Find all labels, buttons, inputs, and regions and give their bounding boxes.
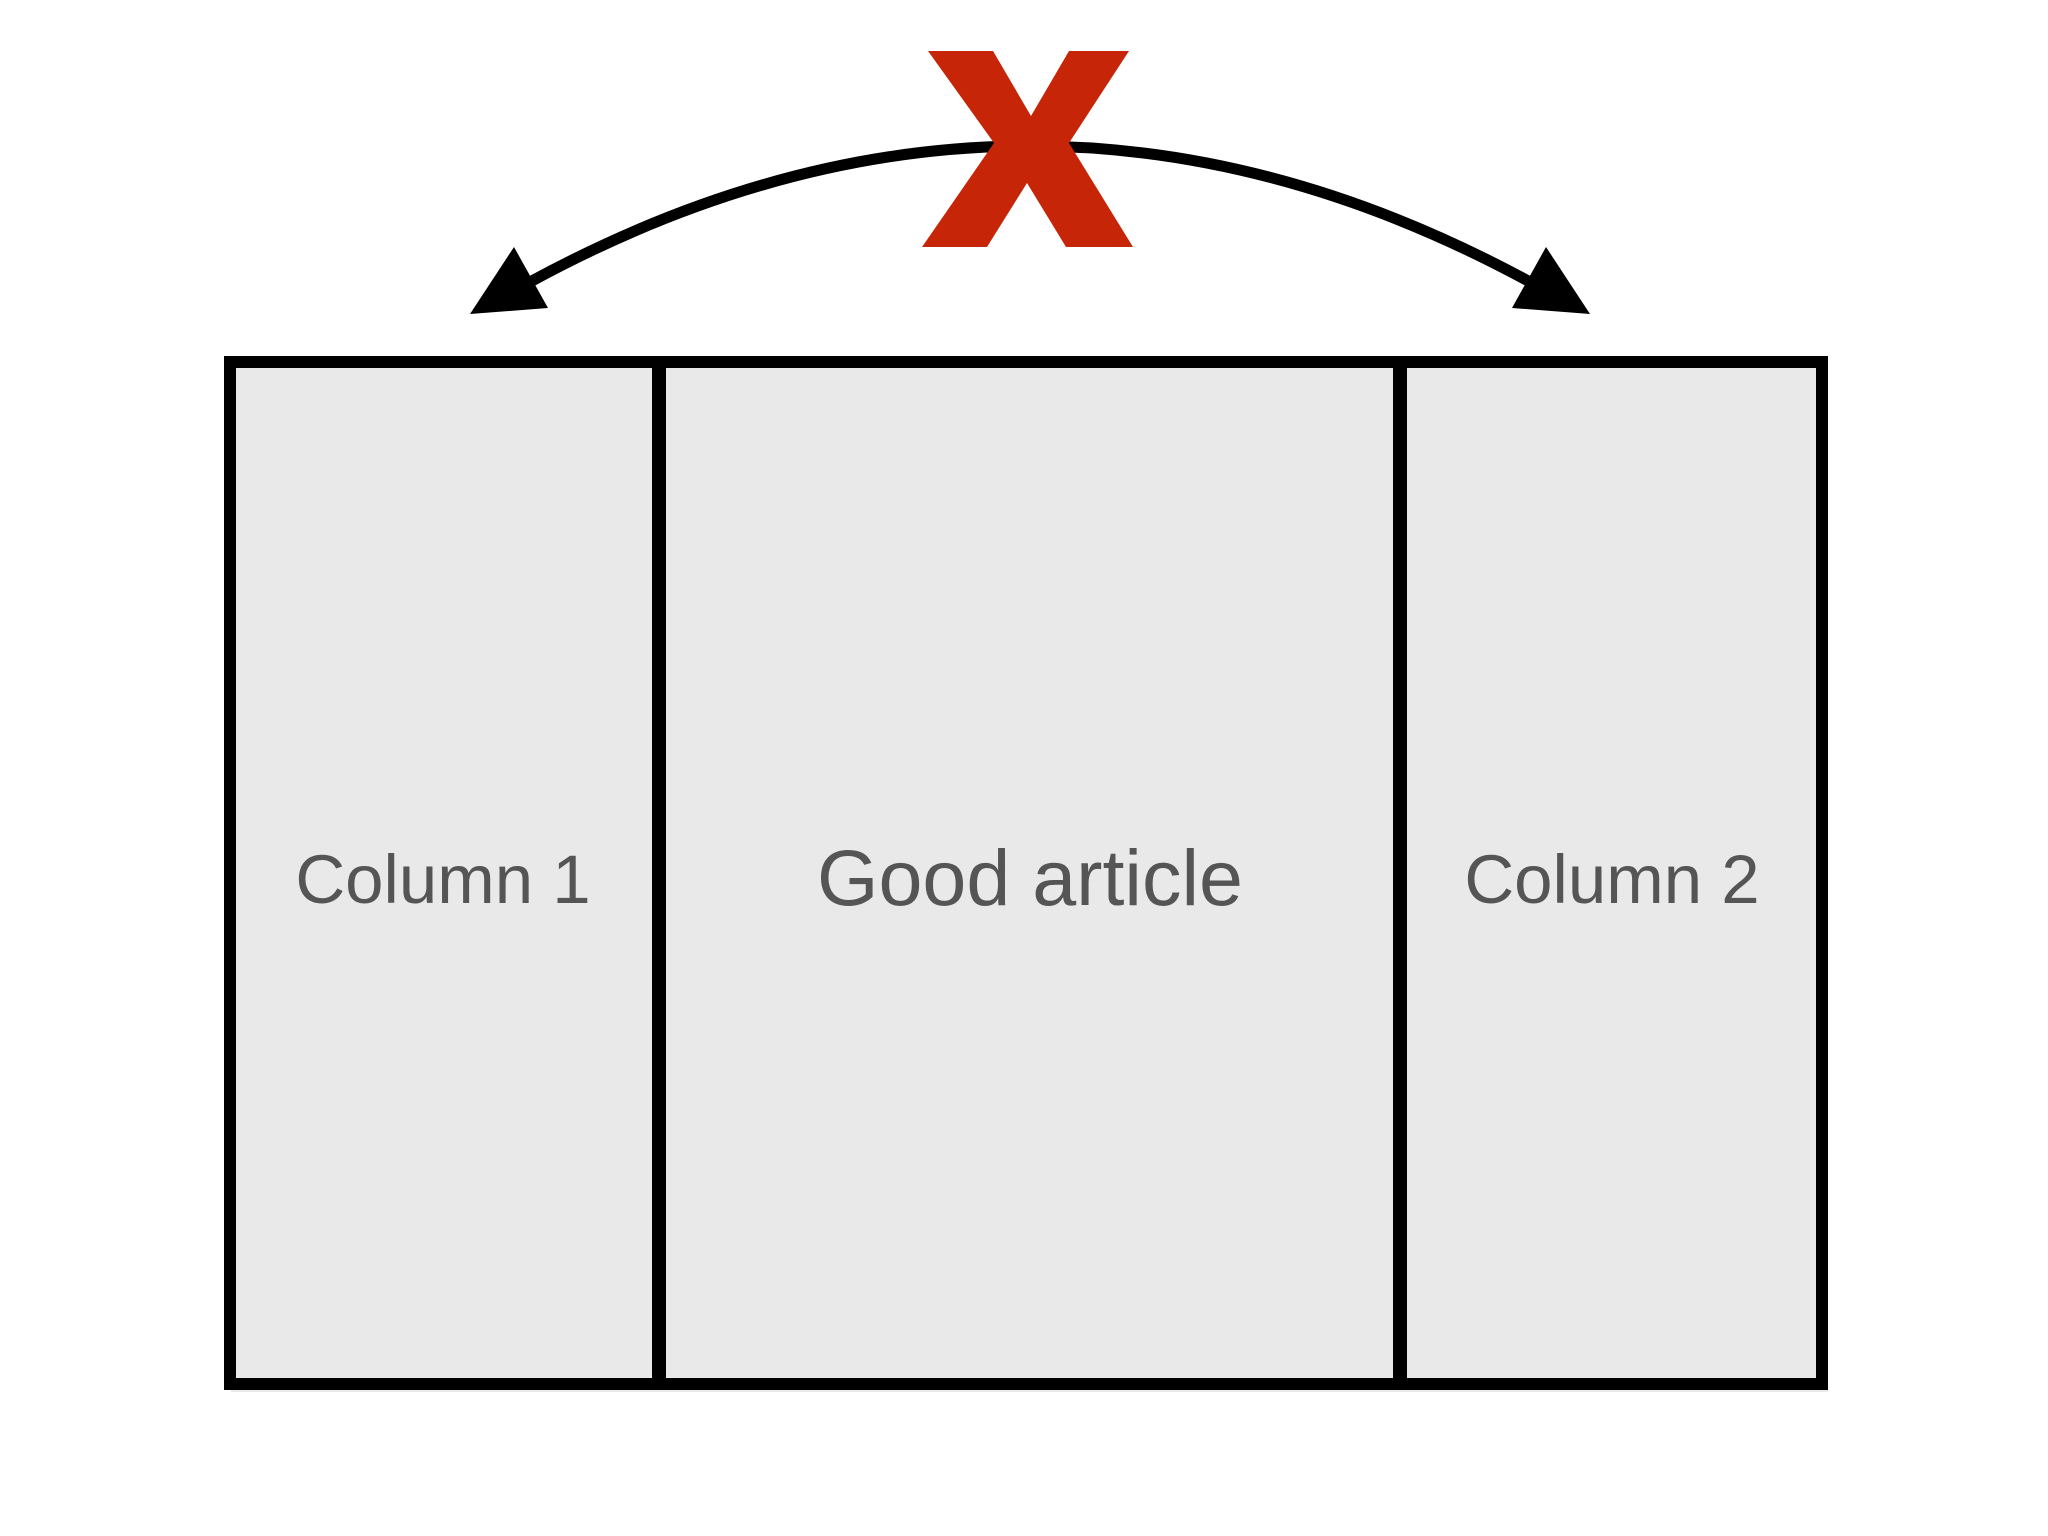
arrow-head-right [1512,247,1590,314]
arrow-head-left [470,247,548,314]
x-mark-icon [922,51,1133,247]
column-2-label: Column 2 [1464,841,1759,918]
layout-frame [224,356,1828,1390]
good-article-label: Good article [817,833,1243,922]
column-1-label: Column 1 [295,841,590,918]
frame-shadow [231,366,1828,1392]
